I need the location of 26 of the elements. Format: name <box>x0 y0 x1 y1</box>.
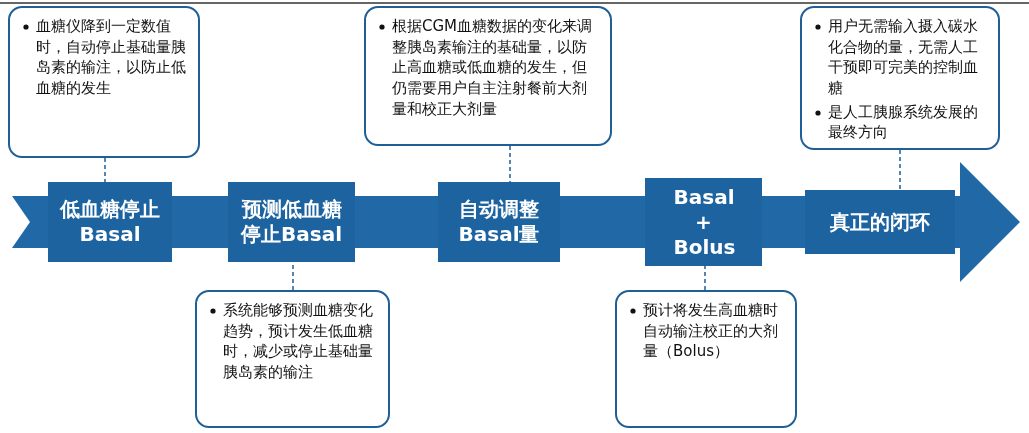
block-arrow <box>560 196 645 248</box>
stage-box: 真正的闭环 <box>805 190 955 254</box>
bullet-text: 是人工胰腺系统发展的最终方向 <box>828 102 978 142</box>
stage-box: 预测低血糖停止Basal <box>228 182 355 262</box>
leader-line <box>899 149 901 191</box>
leader-line <box>104 157 106 183</box>
bullet-text: 系统能够预测血糖变化趋势，预计发生低血糖时，减少或停止基础量胰岛素的输注 <box>223 301 373 382</box>
block-arrow <box>955 162 1020 282</box>
leader-line <box>704 265 706 291</box>
callout-box <box>195 290 390 428</box>
block-arrow <box>355 196 438 248</box>
bullet-text: 预计将发生高血糖时自动输注校正的大剂量（Bolus） <box>643 301 778 361</box>
block-arrow <box>762 196 805 248</box>
block-arrow <box>172 196 228 248</box>
stage-box: 自动调整Basal量 <box>438 182 560 262</box>
stage-box: Basal + Bolus <box>645 178 762 266</box>
callout-box <box>364 6 612 146</box>
block-arrow <box>12 196 48 248</box>
bullet-text: 血糖仪降到一定数值时，自动停止基础量胰岛素的输注，以防止低血糖的发生 <box>36 17 186 98</box>
leader-line <box>509 145 511 183</box>
stage-box: 低血糖停止 Basal <box>48 182 172 262</box>
bullet-text: 用户无需输入摄入碳水化合物的量，无需人工干预即可完美的控制血糖 <box>828 17 978 98</box>
bullet-text: 根据CGM血糖数据的变化来调整胰岛素输注的基础量，以防止高血糖或低血糖的发生，但仍需要用户自主注射餐前大剂量和校正大剂量 <box>392 17 593 118</box>
callout-box <box>615 290 797 428</box>
callout-box <box>8 6 200 158</box>
callout-box <box>800 6 1000 150</box>
